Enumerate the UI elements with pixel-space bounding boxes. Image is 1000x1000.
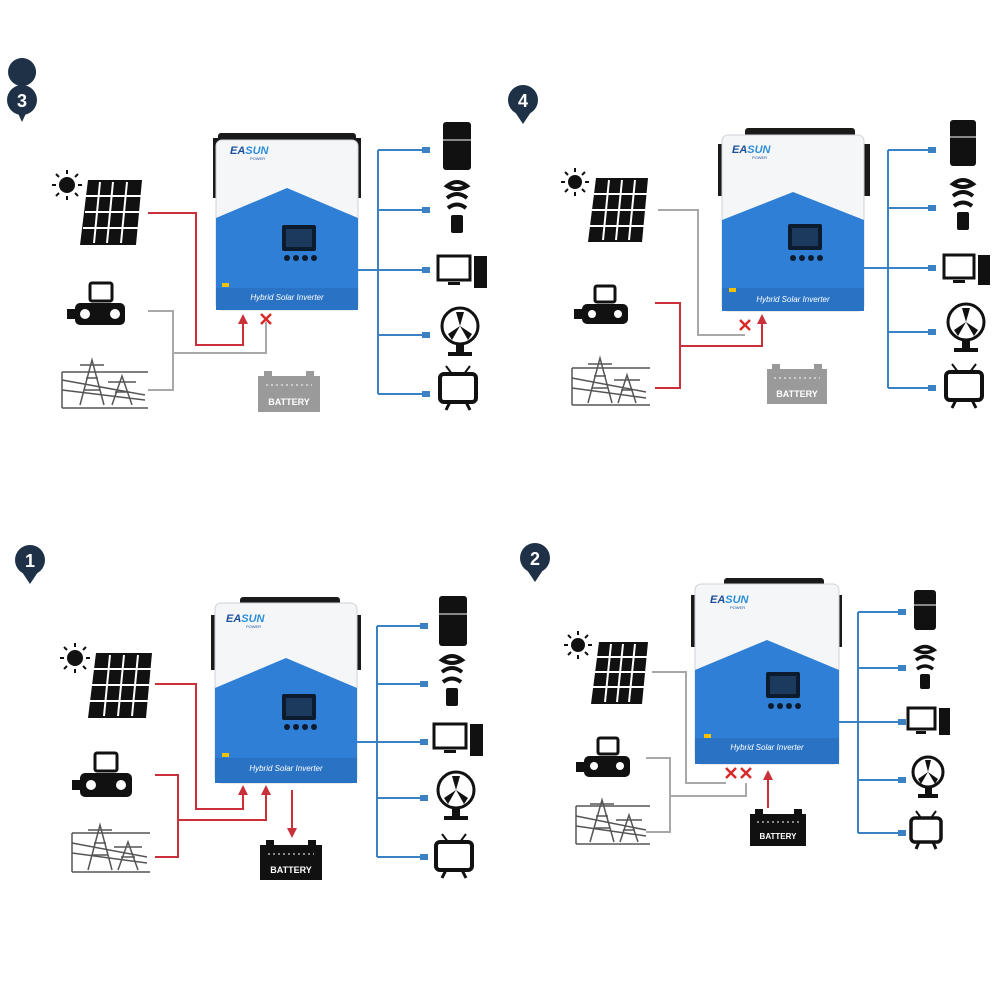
ac-output-bus [357, 625, 423, 858]
mode-number: 4 [518, 91, 528, 111]
up-arrow [763, 770, 773, 780]
fan-icon [911, 755, 945, 798]
battery-label: BATTERY [760, 832, 798, 841]
cross-mark [260, 313, 272, 325]
grid-wire [148, 310, 267, 391]
power-grid-icon [571, 355, 650, 406]
solar-wire [658, 209, 745, 336]
mode-panel-4: 4 EAS [500, 0, 1000, 500]
refrigerator-icon [439, 596, 467, 646]
battery-icon: BATTERY [767, 364, 827, 404]
ac-output-bus [864, 149, 930, 389]
solar-panel-icon [88, 653, 152, 718]
up-arrow [238, 314, 248, 324]
svg-text:POWER: POWER [752, 155, 767, 160]
fan-icon [440, 306, 480, 356]
tv-icon [434, 833, 474, 879]
grid-wire [655, 302, 763, 389]
mode-number: 2 [530, 549, 540, 569]
fan-icon [946, 302, 986, 352]
tv-icon [944, 363, 984, 409]
up-arrow [757, 314, 767, 324]
cross-mark [739, 319, 751, 331]
battery-label: BATTERY [776, 389, 818, 399]
mode-badge: 2 [520, 543, 550, 582]
solar-wire [652, 671, 726, 784]
refrigerator-icon [443, 122, 471, 170]
refrigerator-icon [950, 120, 976, 166]
cross-mark [725, 767, 737, 779]
product-label: Hybrid Solar Inverter [250, 293, 324, 302]
generator-icon [67, 281, 125, 325]
battery-icon: BATTERY [750, 809, 806, 846]
solar-wire [155, 683, 244, 810]
refrigerator-icon [914, 590, 936, 630]
ac-output-bus [358, 149, 425, 395]
grid-wire [646, 757, 747, 833]
product-label: Hybrid Solar Inverter [756, 295, 830, 304]
sun-icon [52, 170, 82, 200]
mode-number: 1 [25, 551, 35, 571]
svg-text:POWER: POWER [250, 156, 265, 161]
computer-icon [942, 253, 990, 285]
battery-icon: BATTERY [258, 371, 320, 412]
generator-icon [72, 751, 132, 797]
product-label: Hybrid Solar Inverter [730, 743, 804, 752]
inverter-device: EASUN POWER Hybrid Solar Inverter [211, 597, 361, 784]
svg-text:EASUN: EASUN [230, 145, 270, 157]
inverter-device: EASUN POWER Hybrid Solar Inverter [691, 578, 842, 765]
bulb-icon [912, 644, 938, 689]
fan-icon [436, 770, 476, 820]
svg-text:POWER: POWER [246, 624, 261, 629]
generator-icon [576, 736, 630, 777]
sun-icon [564, 631, 592, 659]
generator-icon [574, 284, 628, 324]
inverter-device: EASUN POWER Hybrid Solar Inverter [718, 128, 870, 312]
tv-icon [909, 810, 943, 850]
power-grid-icon [71, 822, 150, 873]
tv-icon [438, 365, 478, 411]
mode-badge: 3 [7, 58, 37, 122]
ac-output-bus [839, 611, 900, 834]
computer-icon [906, 706, 950, 735]
cross-mark [740, 767, 752, 779]
bulb-icon [443, 180, 471, 233]
solar-panel-icon [591, 642, 648, 704]
svg-text:EASUN: EASUN [710, 594, 750, 606]
power-grid-icon [575, 797, 650, 845]
up-arrow [261, 785, 271, 795]
mode-panel-2: 2 EAS [500, 500, 1000, 1000]
battery-label: BATTERY [268, 397, 310, 407]
mode-number: 3 [17, 91, 27, 111]
mode-panel-3: 3 [0, 0, 500, 500]
svg-text:EASUN: EASUN [226, 613, 266, 625]
solar-panel-icon [80, 180, 142, 245]
mode-badge: 1 [15, 545, 45, 584]
solar-panel-icon [588, 178, 648, 242]
product-label: Hybrid Solar Inverter [249, 764, 323, 773]
battery-icon: BATTERY [260, 840, 322, 880]
computer-icon [432, 722, 483, 756]
down-arrow [287, 828, 297, 838]
power-grid-icon [61, 357, 148, 409]
sun-icon [561, 168, 589, 196]
computer-icon [436, 254, 487, 288]
mode-badge: 4 [508, 85, 538, 124]
solar-wire [148, 212, 244, 346]
mode-panel-1: 1 EAS [0, 500, 500, 1000]
svg-text:POWER: POWER [730, 605, 745, 610]
up-arrow [238, 785, 248, 795]
grid-wire [155, 774, 267, 858]
sun-icon [60, 643, 90, 673]
bulb-icon [949, 178, 977, 230]
svg-text:EASUN: EASUN [732, 144, 772, 156]
inverter-device: EASUN POWER Hybrid Solar Inverter [213, 133, 361, 311]
bulb-icon [438, 654, 466, 706]
battery-label: BATTERY [270, 865, 312, 875]
